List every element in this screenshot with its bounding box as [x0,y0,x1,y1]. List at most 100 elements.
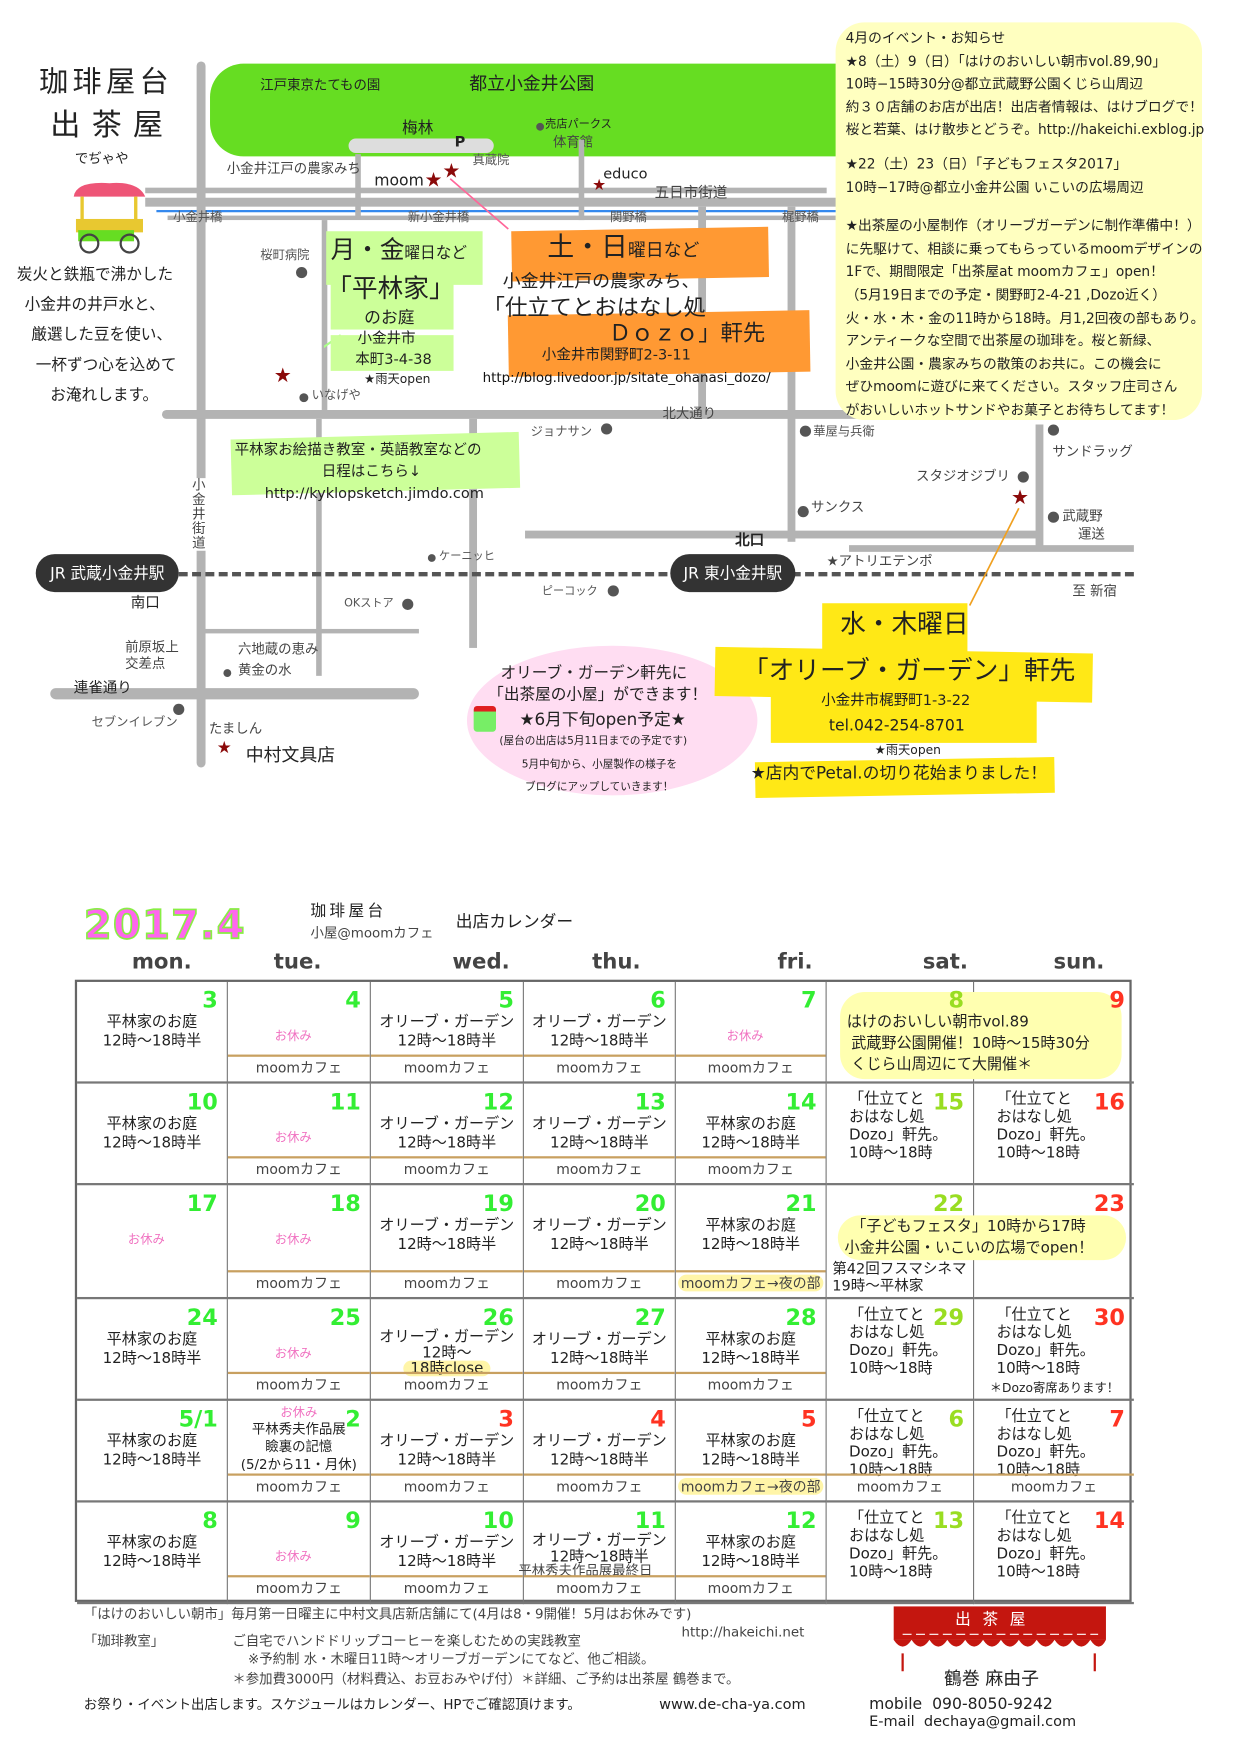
schedule-line: オリーブ・ガーデン [531,1114,667,1133]
railway [178,571,1134,577]
class-line: ＊参加費3000円（材料費込、お豆おみやげ付）＊詳細、ご予約は出茶屋 鶴巻まで。 [232,1671,740,1687]
schedule-line: 10時〜18時 [996,1562,1081,1581]
notice-line: 10時−17時@都立小金井公園 いこいの広場周辺 [845,179,1144,196]
schedule-line: 平林家のお庭 [705,1533,796,1552]
schedule-line: Dozo」軒先。 [996,1544,1095,1563]
river-road [167,215,838,221]
olive-address: 小金井市梶野町1-3-22 [821,692,971,710]
dozo-url-link[interactable]: http://blog.livedoor.jp/sitate_ohanasi_d… [482,369,771,386]
schedule-line: 12時〜18時半 [397,1032,497,1051]
calendar-day-cell[interactable]: 23 [974,1185,1134,1300]
day-number: 10 [186,1088,218,1115]
day-number: 7 [801,986,817,1014]
schedule-line: おはなし処 [996,1108,1072,1127]
day-footer: moomカフェ [523,1473,675,1500]
day-footer: moomカフェ [675,1371,826,1399]
road [321,220,328,410]
schedule-line: 12時〜18時半 [102,1032,202,1051]
schedule-line: 「仕立てと [849,1407,925,1426]
schedule-line: 瞼裏の記憶 [265,1438,333,1455]
website-link[interactable]: www.de-cha-ya.com [659,1696,806,1714]
day-footer: moomカフェ [974,1473,1134,1500]
weekday-sat: sat. [922,949,968,975]
schedule-line: 12時〜18時半 [701,1451,801,1470]
day-number: 12 [482,1088,514,1115]
day-number: 25 [329,1303,361,1331]
schedule-line: 12時〜18時半 [549,1349,649,1368]
day-footer: moomカフェ→夜の部 [675,1473,826,1500]
day-number: 9 [1109,986,1125,1014]
schedule-line: 12時〜18時半 [397,1552,497,1571]
days-suffix: 曜日など [627,239,700,261]
banner-line: 武蔵野公園開催！10時〜15時30分 [851,1034,1090,1053]
olive-name: 「オリーブ・ガーデン」軒先 [742,656,1076,686]
day-number: 24 [186,1303,218,1331]
station-higashikoganei: JR 東小金井駅 [670,554,796,593]
day-number: 20 [634,1189,666,1217]
schedule-line: オリーブ・ガーデン [531,1330,667,1349]
intro-line: お淹れします。 [50,386,159,405]
day-number: 4 [345,986,361,1014]
hakeichi-url-link[interactable]: http://hakeichi.net [681,1624,805,1640]
schedule-line: 平林家のお庭 [705,1432,796,1451]
moom-cafe-label: moomカフェ [403,1579,490,1597]
calendar-day-cell[interactable]: 9 [974,982,1134,1084]
intro-line: 一杯ずつ心を込めて [35,356,177,375]
star-icon: ★ [442,159,461,184]
dozo-days: 土・日曜日など [547,231,700,263]
class-note-url-link[interactable]: http://kyklopsketch.jimdo.com [264,485,484,503]
dozo-line: 小金井江戸の農家みち、 [502,270,700,292]
day-off-label: お休み [127,1232,165,1247]
parking-lot [348,138,494,154]
schedule-line: 12時〜18時半 [549,1235,649,1254]
intro-line: 厳選した豆を使い、 [31,326,173,345]
schedule-line: おはなし処 [849,1425,925,1444]
calendar-sub1: 珈琲屋台 [310,902,387,921]
email-address[interactable]: E-mail dechaya@gmail.com [869,1713,1077,1731]
day-number: 14 [785,1088,817,1115]
